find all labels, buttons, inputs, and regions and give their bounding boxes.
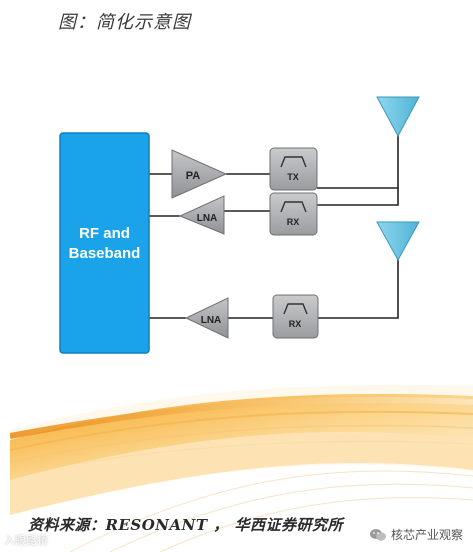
lna-bottom-label: LNA xyxy=(201,315,222,326)
antenna-top-icon xyxy=(376,96,420,138)
lna-amplifier-top: LNA xyxy=(178,195,225,235)
rx-filter-bottom: RX xyxy=(272,294,319,339)
tx-filter-label: TX xyxy=(287,172,299,182)
rx-filter-top-label: RX xyxy=(287,217,300,227)
source-caption: 资料来源：RESONANT ， 华西证券研究所 xyxy=(28,516,343,534)
line-rxtop-antenna xyxy=(317,188,399,206)
baseband-label-line1: RF and xyxy=(79,225,130,242)
baseband-label-line2: Baseband xyxy=(69,245,141,262)
rx-filter-top: RX xyxy=(269,192,318,236)
watermark-right-text: 核芯产业观察 xyxy=(390,528,463,542)
lna-amplifier-bottom: LNA xyxy=(184,297,229,339)
rx-filter-top-bandpass-icon xyxy=(280,201,307,213)
decorative-gold-wave xyxy=(10,380,473,552)
pa-label: PA xyxy=(186,170,201,182)
pa-amplifier: PA xyxy=(171,149,228,199)
tx-filter-bandpass-icon xyxy=(280,156,307,168)
lna-top-label: LNA xyxy=(197,213,218,224)
figure-title: 图：简化示意图 xyxy=(58,12,191,33)
rx-filter-bottom-bandpass-icon xyxy=(283,303,308,315)
rf-frontend-diagram: RF and Baseband PA LNA LNA TX RX RX xyxy=(59,96,420,354)
line-rxbottom-antenna xyxy=(318,256,399,319)
line-tx-antenna-top xyxy=(317,132,399,189)
signal-lines xyxy=(149,132,399,319)
antenna-bottom-icon xyxy=(376,221,420,262)
wechat-icon xyxy=(369,528,386,541)
watermark-left: 入眼路桥 xyxy=(4,535,48,547)
rx-filter-bottom-label: RX xyxy=(289,319,302,329)
watermark-right: 核芯产业观察 xyxy=(364,524,467,545)
baseband-block: RF and Baseband xyxy=(59,132,150,354)
tx-filter: TX xyxy=(269,147,318,191)
